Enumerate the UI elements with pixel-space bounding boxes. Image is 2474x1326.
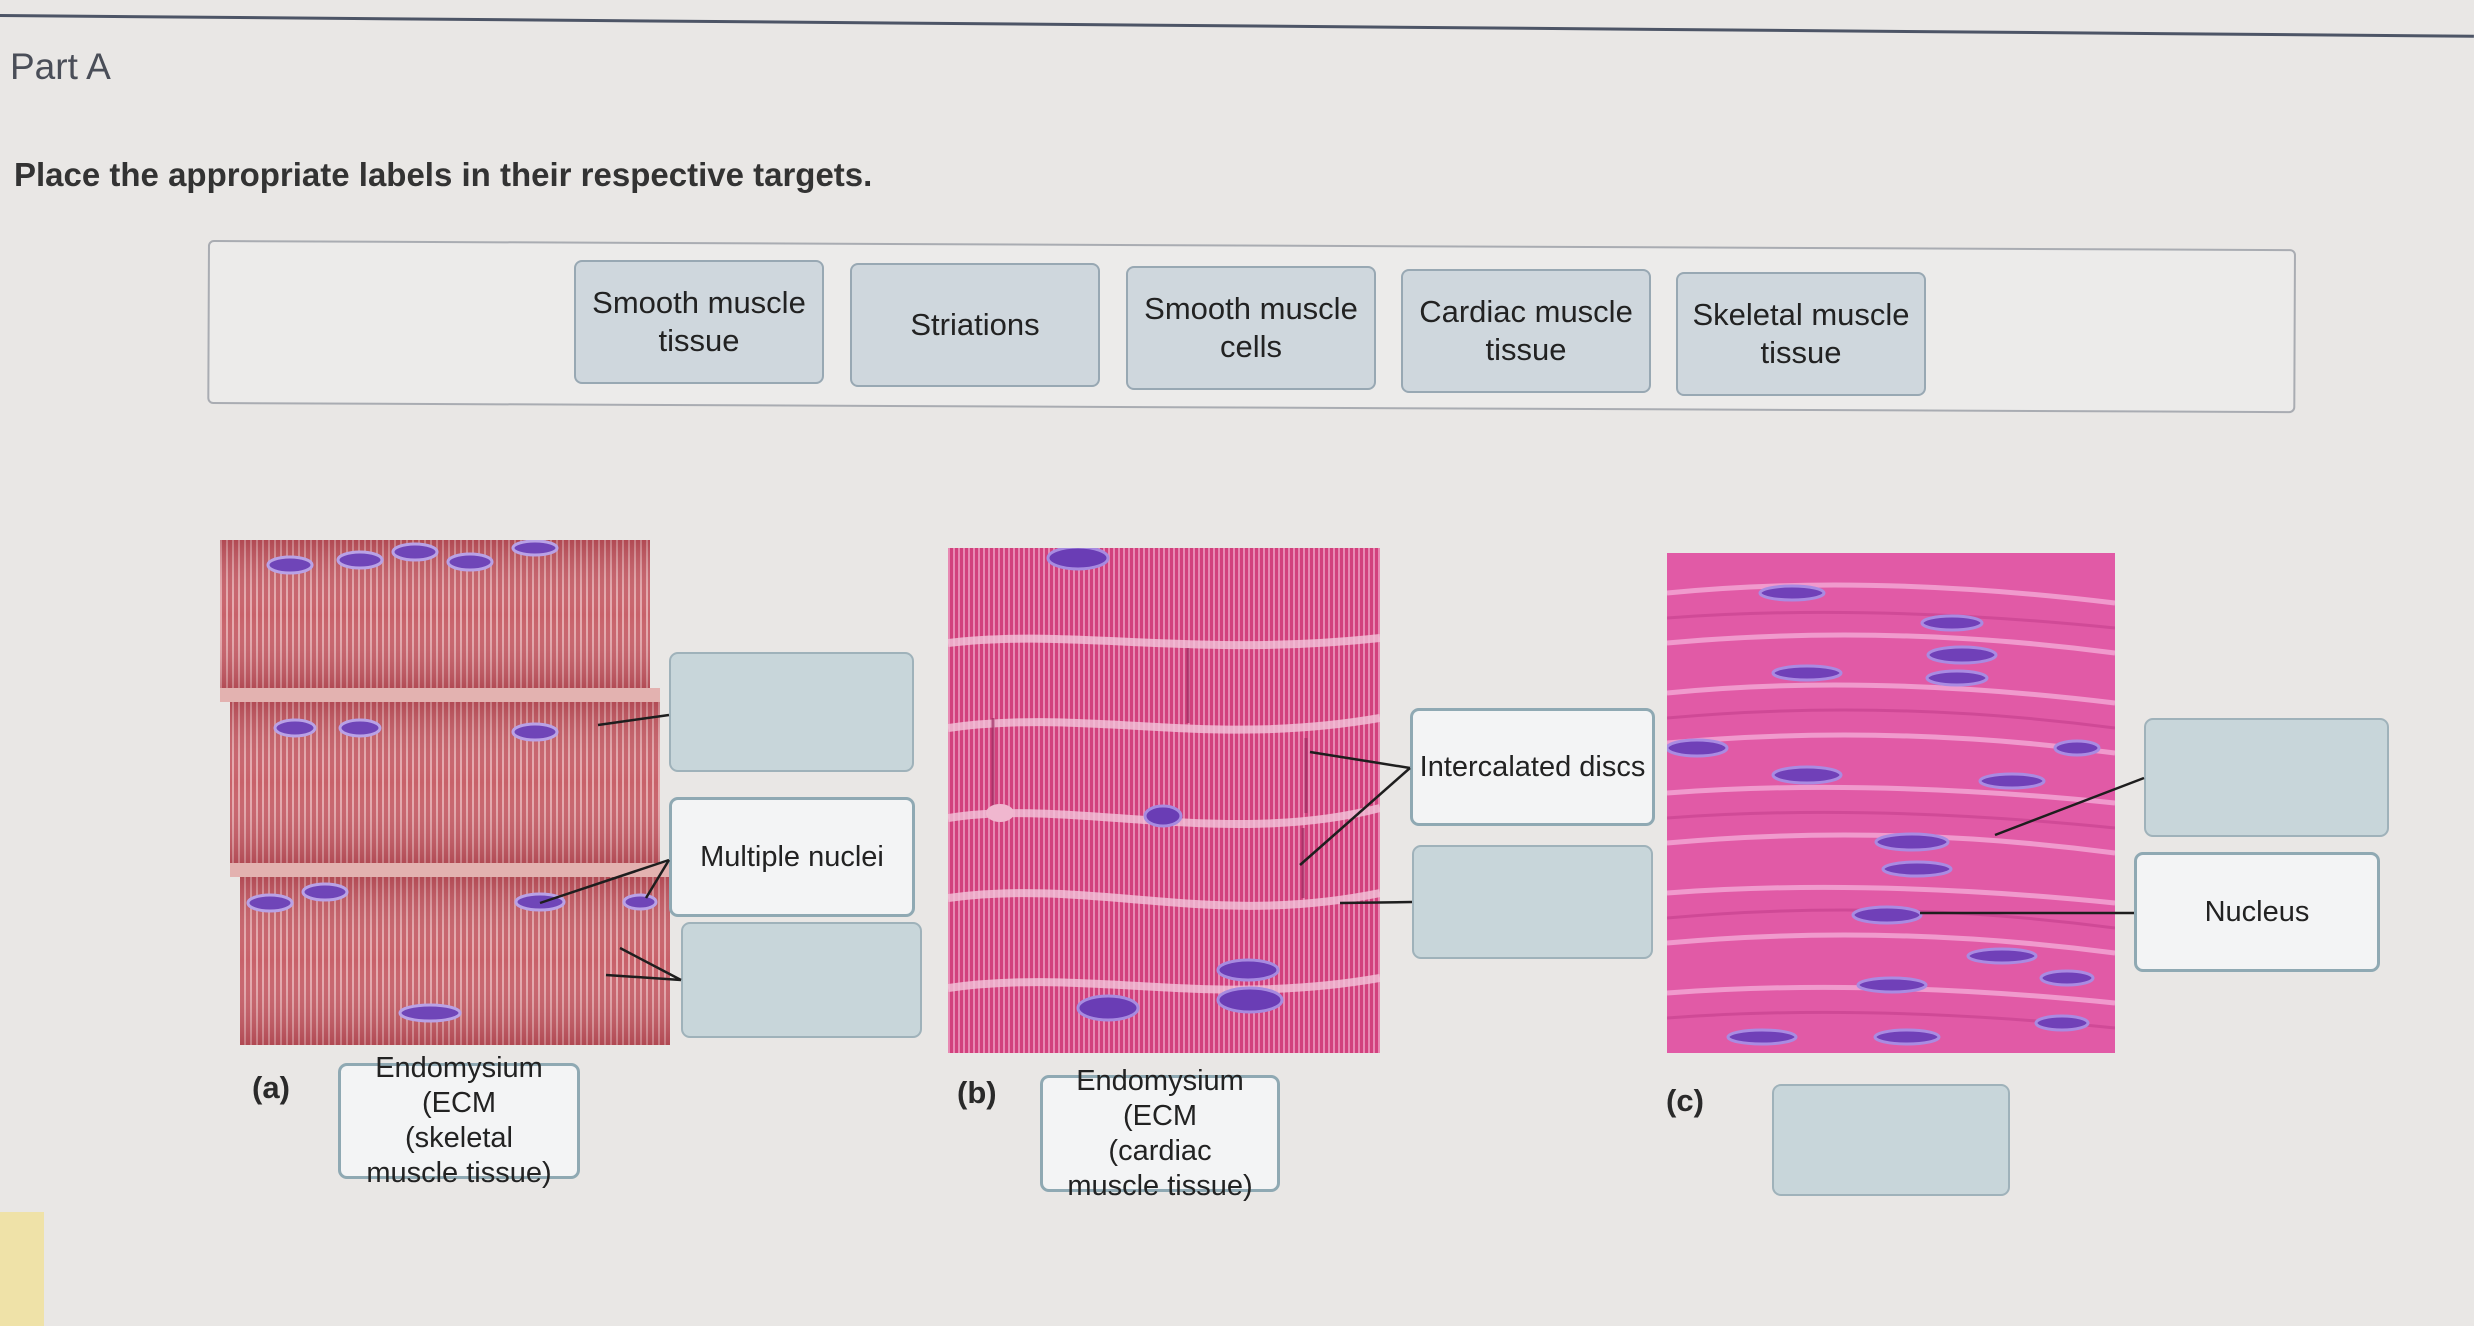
chip-label-line: Cardiac muscle xyxy=(1419,294,1633,329)
drop-target-b1[interactable] xyxy=(1412,845,1653,959)
instructions: Place the appropriate labels in their re… xyxy=(14,156,873,193)
placed-label-line: Endomysium (ECM xyxy=(1076,1064,1244,1132)
chip-label-line: Skeletal muscle xyxy=(1692,297,1910,332)
placed-label-intercalated-discs[interactable]: Intercalated discs xyxy=(1410,708,1655,826)
placed-label-line: (skeletal xyxy=(405,1122,513,1154)
drop-target-a1[interactable] xyxy=(669,652,914,772)
placed-label-nucleus[interactable]: Nucleus xyxy=(2134,852,2380,972)
chip-striations[interactable]: Striations xyxy=(850,263,1100,387)
placed-label-line: Endomysium (ECM xyxy=(375,1052,543,1119)
skeletal-muscle-micrograph xyxy=(220,540,670,1045)
chip-label-line: Smooth muscle xyxy=(1144,291,1358,326)
panel-letter-c: (c) xyxy=(1666,1083,1704,1118)
chip-label-line: tissue xyxy=(1760,335,1842,370)
placed-label-text: Nucleus xyxy=(2204,895,2310,928)
cardiac-muscle-micrograph xyxy=(948,548,1380,1053)
chip-label-line: cells xyxy=(1219,329,1282,364)
drop-target-c1[interactable] xyxy=(2144,718,2389,837)
placed-label-multiple-nuclei[interactable]: Multiple nuclei xyxy=(669,797,915,917)
part-title: Part A xyxy=(10,46,111,87)
chip-label-line: Striations xyxy=(910,307,1040,342)
panel-letter-b: (b) xyxy=(957,1075,997,1110)
placed-label-line: (cardiac xyxy=(1108,1134,1212,1167)
chip-label-line: tissue xyxy=(1485,332,1567,367)
placed-label-line: muscle tissue) xyxy=(366,1157,552,1189)
panel-letter-a: (a) xyxy=(252,1070,290,1105)
corner-tab xyxy=(0,1212,44,1326)
smooth-muscle-micrograph xyxy=(1667,553,2115,1053)
placed-label-text: Multiple nuclei xyxy=(700,840,884,873)
placed-label-text: Intercalated discs xyxy=(1419,750,1646,783)
placed-label-line: muscle tissue) xyxy=(1067,1169,1253,1202)
drop-target-a2[interactable] xyxy=(681,922,922,1038)
chip-label-line: tissue xyxy=(658,323,740,358)
top-divider xyxy=(0,14,2474,38)
drop-target-c2[interactable] xyxy=(1772,1084,2010,1196)
chip-label-line: Smooth muscle xyxy=(592,285,806,320)
